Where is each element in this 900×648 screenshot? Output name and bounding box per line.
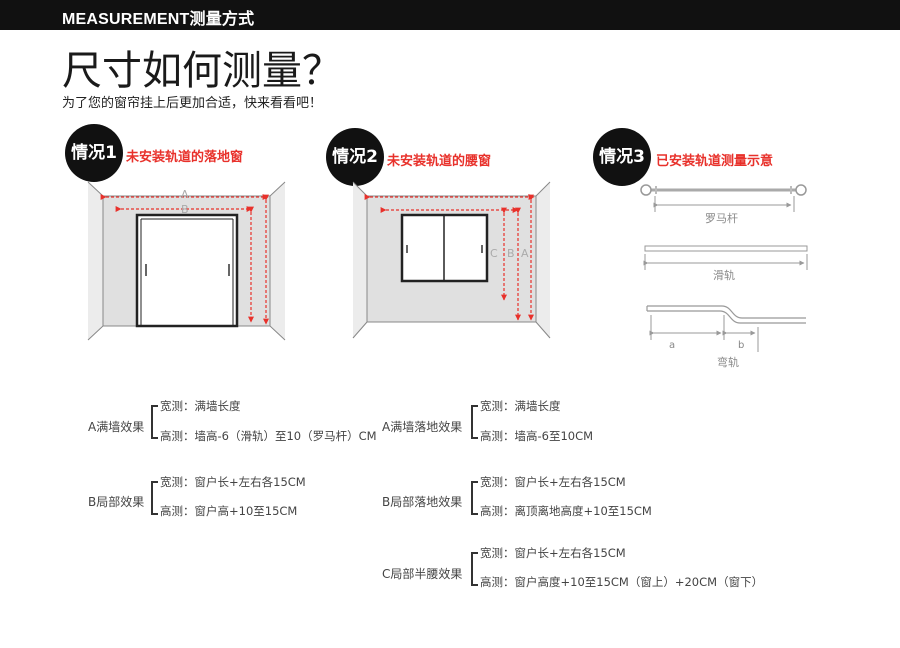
legend-width-line: 宽测：窗户长+左右各15CM: [480, 475, 626, 489]
page-title: 尺寸如何测量？: [62, 48, 342, 94]
legend-width-line: 宽测：满墙长度: [160, 399, 241, 413]
bend-b-label: b: [738, 340, 744, 351]
slide-rail-label: 滑轨: [713, 268, 735, 282]
case-3-slide-rail: 滑轨: [643, 245, 808, 282]
legend-width-line: 宽测：满墙长度: [480, 399, 561, 413]
case-2-room: C B A: [352, 181, 551, 339]
bend-rail-label: 弯轨: [717, 355, 739, 369]
legend-width-line: 宽测：窗户长+左右各15CM: [160, 475, 306, 489]
legend-label: B局部效果: [88, 495, 145, 509]
case-2-label-c: C: [490, 247, 498, 260]
case-1-label-a: A: [181, 188, 189, 201]
legend-width-line: 宽测：窗户长+左右各15CM: [480, 546, 626, 560]
case-1-label-b: B: [181, 203, 189, 216]
legend-bracket: [471, 405, 478, 439]
legend-height-line: 高测：离顶离地高度+10至15CM: [480, 504, 652, 518]
case-1-badge: 情况1: [65, 124, 123, 182]
header-bar: MEASUREMENT测量方式: [0, 0, 900, 30]
roman-rod-label: 罗马杆: [705, 211, 738, 225]
legend-bracket: [471, 481, 478, 515]
case-1-room: A B: [87, 181, 286, 341]
page-subtitle: 为了您的窗帘挂上后更加合适，快来看看吧！: [62, 96, 323, 111]
legend-label: A满墙效果: [88, 420, 145, 434]
bend-a-label: a: [669, 340, 675, 351]
case-1-desc: 未安装轨道的落地窗: [126, 150, 244, 165]
case-2-badge: 情况2: [326, 128, 384, 186]
legend-height-line: 高测：墙高-6至10CM: [480, 429, 594, 443]
case-2-desc: 未安装轨道的腰窗: [387, 154, 492, 169]
legend-height-line: 高测：窗户高度+10至15CM（窗上）+20CM（窗下）: [480, 575, 764, 589]
legend-bracket: [151, 481, 158, 515]
case-3-roman-rod: 罗马杆: [640, 184, 807, 225]
legend-label: B局部落地效果: [382, 495, 463, 509]
legend-height-line: 高测：窗户高+10至15CM: [160, 504, 298, 518]
case-3-bend-rail: a b 弯轨: [646, 305, 806, 369]
legend-bracket: [151, 405, 158, 439]
case-3-desc: 已安装轨道测量示意: [656, 154, 774, 169]
case-2-label-a: A: [521, 247, 529, 260]
legend-label: C局部半腰效果: [382, 567, 463, 581]
legend-bracket: [471, 552, 478, 586]
legend-height-line: 高测：墙高-6（滑轨）至10（罗马杆）CM: [160, 429, 377, 443]
case-2-label-b: B: [507, 247, 515, 260]
case-3-badge: 情况3: [593, 128, 651, 186]
legend-label: A满墙落地效果: [382, 420, 463, 434]
header-title: MEASUREMENT测量方式: [62, 11, 255, 28]
